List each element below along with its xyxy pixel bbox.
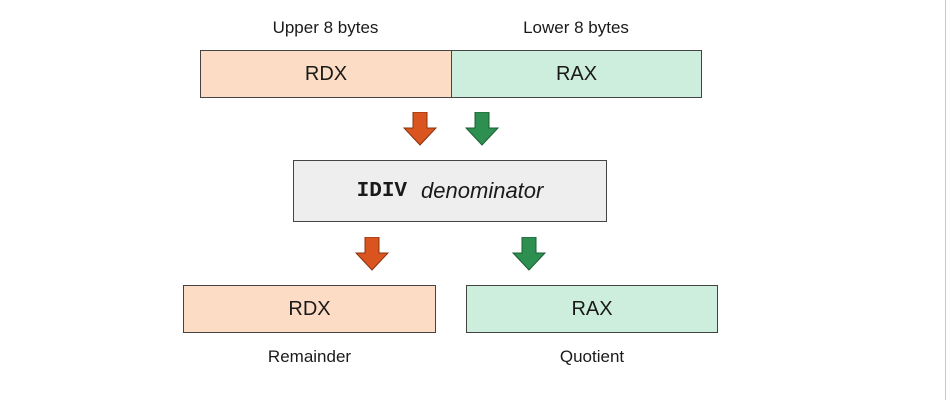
quotient-caption: Quotient bbox=[559, 347, 625, 366]
remainder-down-arrow-icon bbox=[355, 237, 389, 271]
remainder-rdx-box: RDX bbox=[183, 285, 436, 333]
dividend-rdx-box: RDX bbox=[200, 50, 452, 98]
upper-bytes-caption: Upper 8 bytes bbox=[272, 18, 379, 37]
quotient-rax-box: RAX bbox=[466, 285, 718, 333]
lower-bytes-caption: Lower 8 bytes bbox=[523, 18, 629, 37]
idiv-instruction-box: IDIV denominator bbox=[293, 160, 607, 222]
page-right-border bbox=[945, 0, 946, 400]
remainder-caption: Remainder bbox=[267, 347, 352, 366]
rdx-down-arrow-icon bbox=[403, 112, 437, 146]
instruction-operand: denominator bbox=[421, 178, 544, 203]
dividend-rax-box: RAX bbox=[451, 50, 702, 98]
rax-down-arrow-icon bbox=[465, 112, 499, 146]
quotient-down-arrow-icon bbox=[512, 237, 546, 271]
instruction-mnemonic: IDIV bbox=[356, 179, 408, 203]
